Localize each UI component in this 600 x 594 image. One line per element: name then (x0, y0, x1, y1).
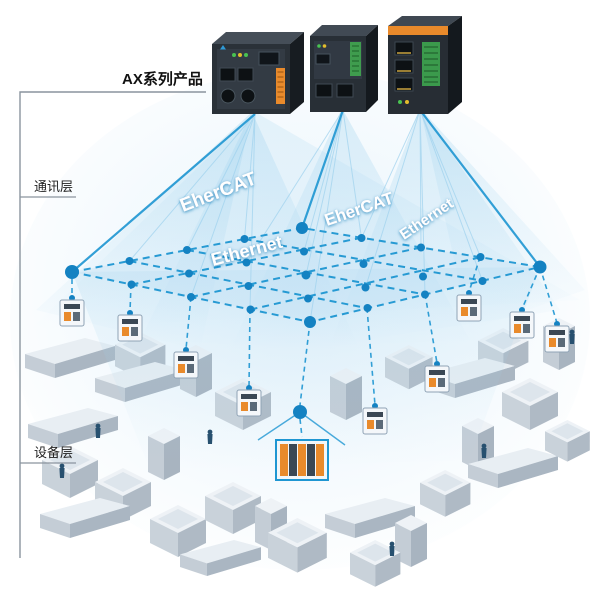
plc-controller-left (212, 32, 304, 114)
controller-links (71, 109, 541, 273)
comm-layer-label: 通讯层 (34, 179, 73, 194)
plc-rack-device (275, 439, 329, 481)
plc-controller-right (388, 16, 462, 114)
device-layer-label: 设备层 (34, 445, 73, 460)
field-device-icon (544, 320, 570, 353)
controller-rays (129, 109, 483, 323)
field-device-icon (362, 402, 388, 435)
plc-controller-middle (310, 25, 378, 112)
mesh-nodes (65, 222, 547, 419)
layer-bracket (19, 91, 206, 558)
field-device-icon (59, 294, 85, 327)
field-device-icon (456, 289, 482, 322)
field-device-icon (117, 309, 143, 342)
hub-side-links (257, 411, 346, 446)
field-device-icon (509, 306, 535, 339)
device-drop-links (71, 256, 558, 438)
field-device-icon (424, 360, 450, 393)
field-device-icon (173, 346, 199, 379)
field-device-icon (236, 384, 262, 417)
ax-series-label: AX系列产品 (122, 70, 203, 88)
brand-logo-icon (220, 45, 226, 50)
